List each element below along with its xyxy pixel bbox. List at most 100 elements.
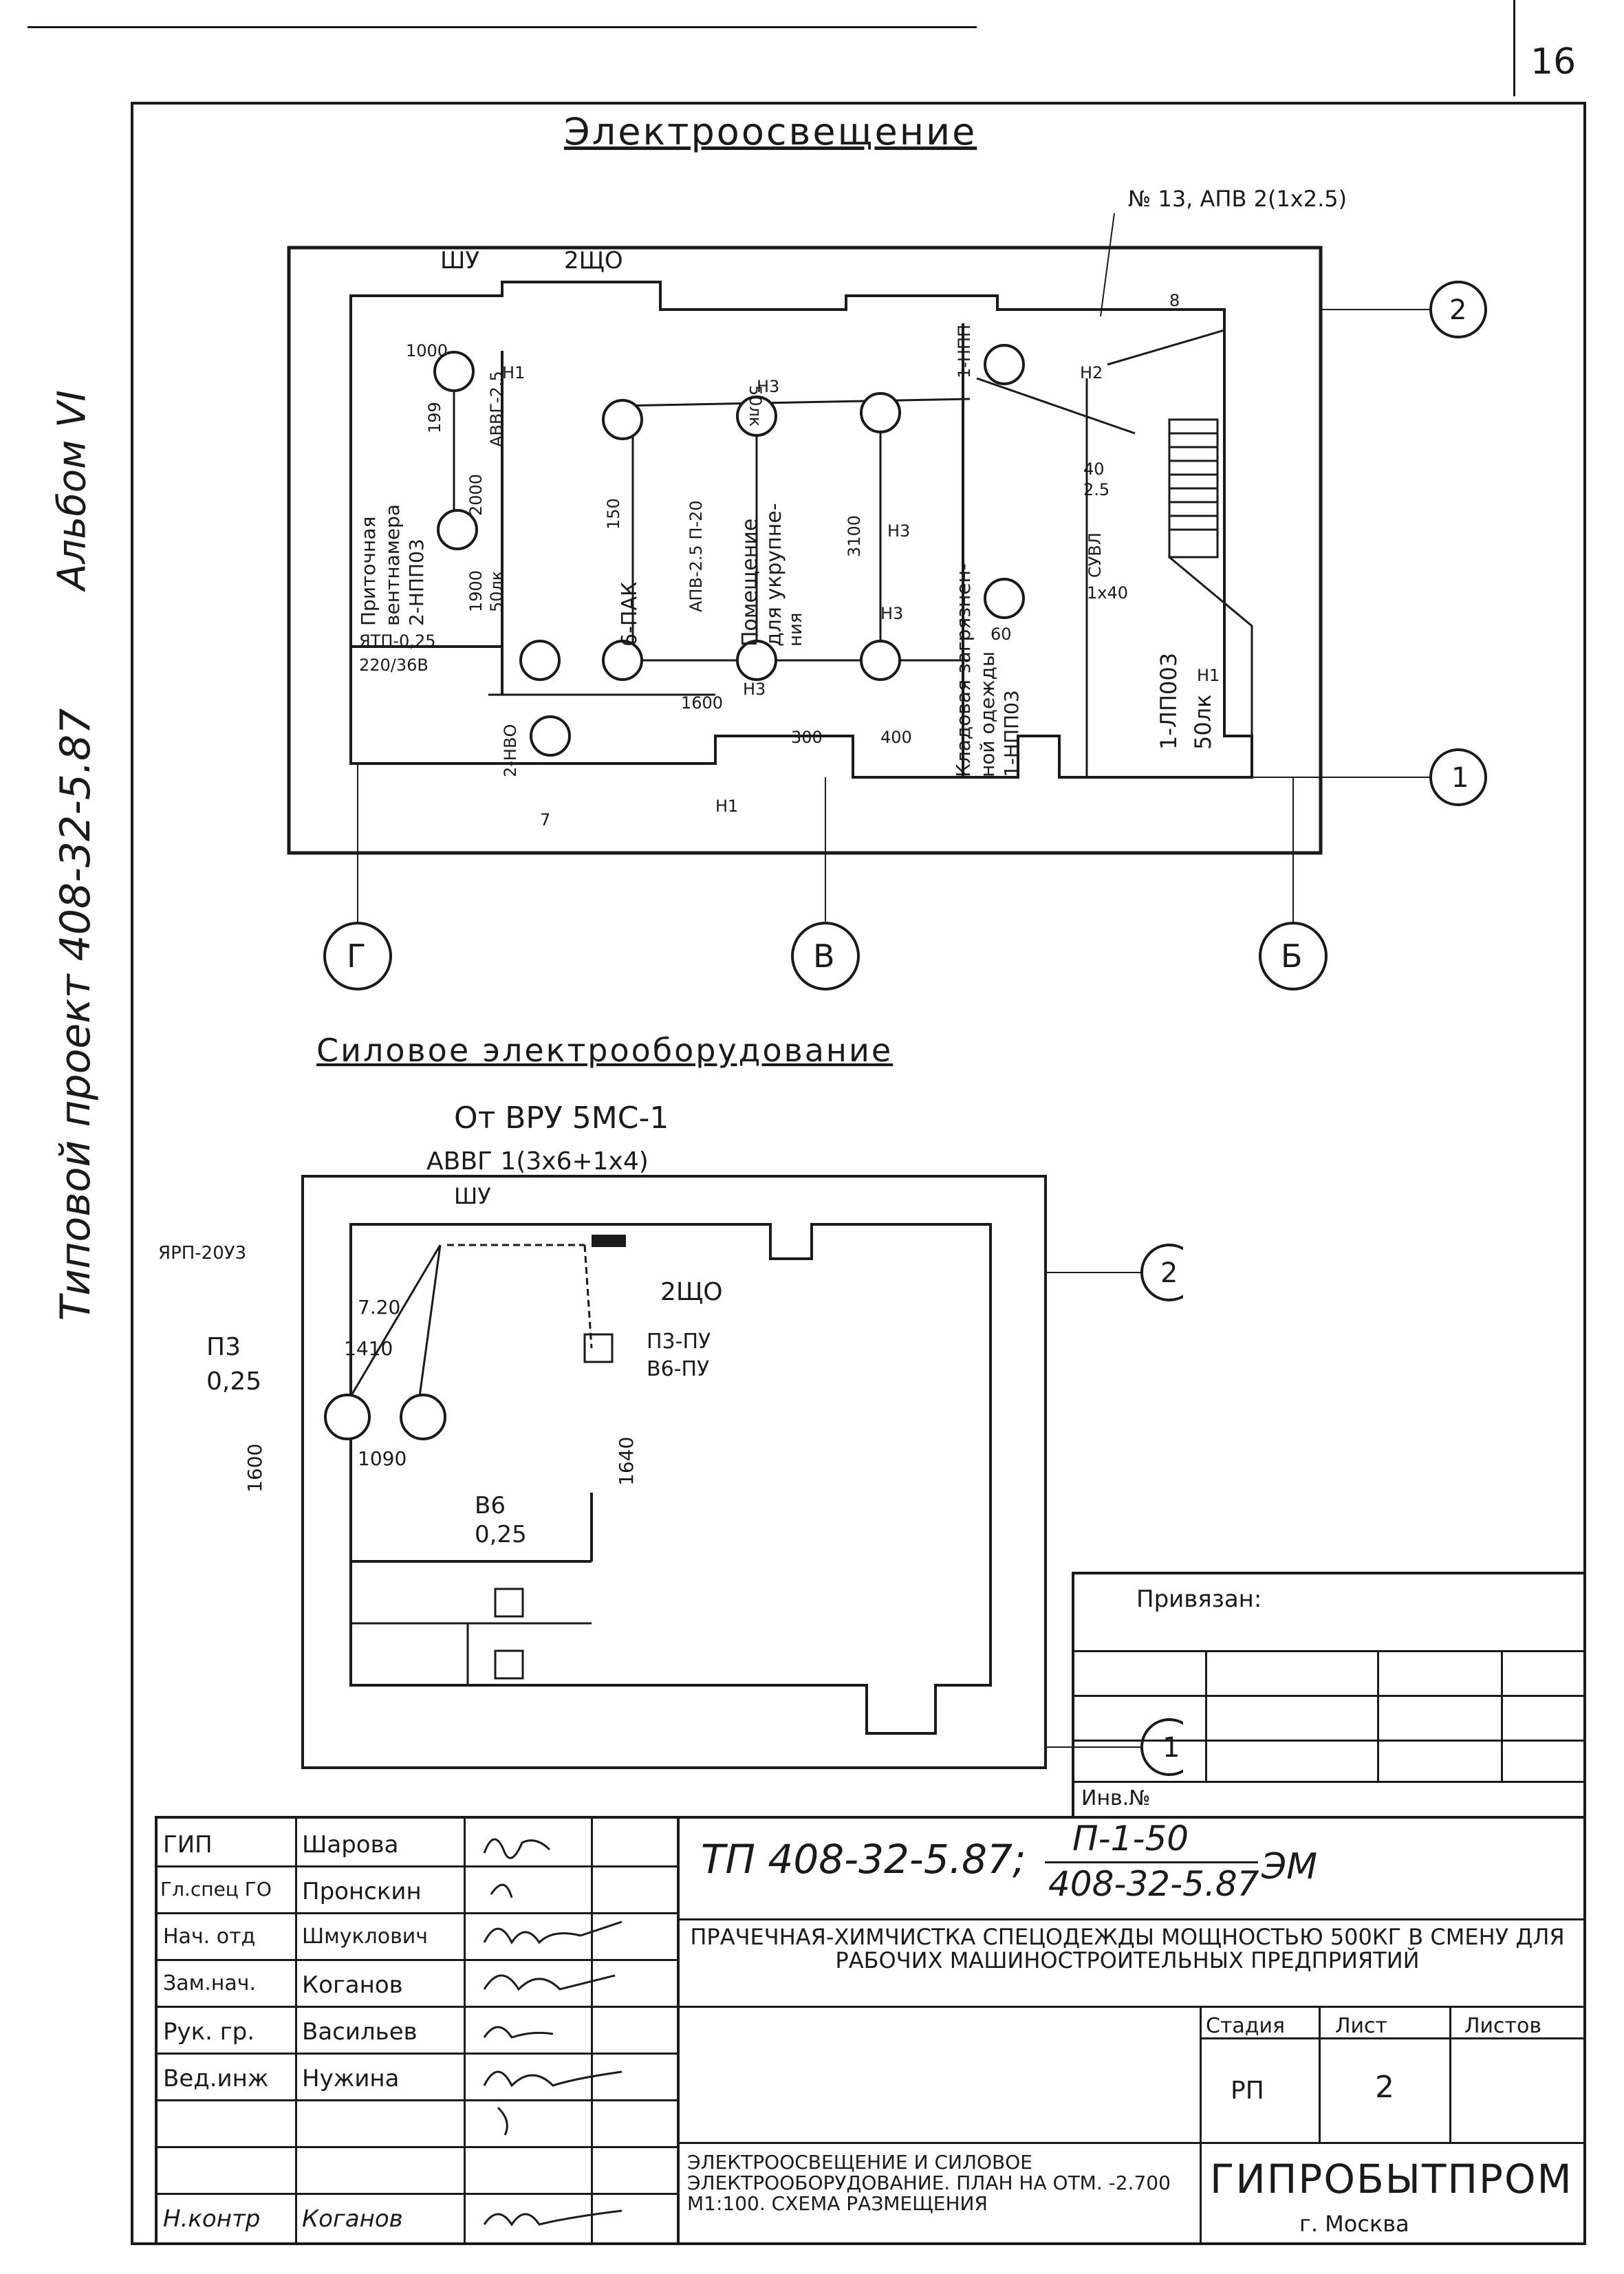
signature-mark <box>483 2209 622 2227</box>
person-name: Пронскин <box>302 1878 422 1905</box>
svg-text:Н1: Н1 <box>502 363 525 382</box>
p3-value: 0,25 <box>206 1367 261 1396</box>
svg-text:Н2: Н2 <box>1080 363 1103 382</box>
city: г. Москва <box>1299 2211 1409 2237</box>
stage-value: РП <box>1231 2077 1264 2105</box>
feed-label: От ВРУ 5МС-1 <box>454 1101 669 1136</box>
svg-text:2-НВО: 2-НВО <box>501 724 520 777</box>
svg-text:Н1: Н1 <box>715 797 738 816</box>
binding-title: Привязан: <box>1136 1585 1262 1613</box>
laundry-room: для укрупне- <box>762 503 786 647</box>
project-code-prefix: ТП 408-32-5.87; <box>701 1836 1026 1883</box>
signature-mark <box>483 2026 554 2039</box>
lighting-outer-wall <box>287 246 1323 855</box>
lighting-stair <box>1168 418 1253 736</box>
dim-label: 1600 <box>243 1444 266 1493</box>
fixture <box>984 578 1025 619</box>
laundry-room: ния <box>786 612 806 647</box>
stair-room: 1-ЛП003 <box>1156 653 1182 750</box>
lamp-type: 6-ПАК <box>618 582 642 647</box>
svg-text:50лк: 50лк <box>487 571 506 612</box>
power-axis-2: 2 <box>1160 1257 1178 1289</box>
axis-bubble <box>1140 1244 1183 1301</box>
svg-text:300: 300 <box>791 728 823 747</box>
svg-text:150: 150 <box>604 498 623 530</box>
svg-text:Н3: Н3 <box>757 377 779 396</box>
signature-mark <box>483 1974 616 1991</box>
power-plan: 2 1 От ВРУ 5МС-1 АВВГ 1(3х6+1х4) ШУ ЯРП-… <box>158 1101 1183 1776</box>
power-outer-wall <box>301 1175 1047 1769</box>
dim-label: 1410 <box>344 1337 393 1360</box>
person-name: Коганов <box>302 2205 403 2233</box>
project-code-num: П-1-50 <box>1072 1819 1189 1859</box>
yarp-label: ЯРП-20У3 <box>158 1243 246 1264</box>
power-title: Силовое электрооборудование <box>316 1032 894 1069</box>
svg-text:50лк: 50лк <box>746 385 765 426</box>
fixture <box>437 509 478 550</box>
shu-label: ШУ <box>440 247 479 274</box>
cable-note: № 13, АПВ 2(1х2.5) <box>1128 186 1347 212</box>
lighting-title: Электроосвещение <box>564 110 977 153</box>
svg-text:Н1: Н1 <box>1197 666 1220 685</box>
person-role: Н.контр <box>163 2205 261 2233</box>
svg-text:1600: 1600 <box>681 693 723 713</box>
axis-bubble <box>1429 748 1487 806</box>
lighting-fixtures <box>433 344 1025 757</box>
svg-text:Н3: Н3 <box>743 680 766 699</box>
svg-text:60: 60 <box>990 625 1012 644</box>
person-role: Рук. гр. <box>163 2018 255 2046</box>
fan-p3 <box>324 1394 371 1440</box>
p3-label: П3 <box>206 1333 241 1361</box>
lighting-inner-walls <box>349 281 1253 779</box>
sheet-label: Лист <box>1335 2014 1388 2038</box>
signatures <box>483 1838 622 2227</box>
fixture <box>860 392 901 433</box>
axis-2-label: 2 <box>1449 294 1466 326</box>
svg-text:СУВЛ: СУВЛ <box>1085 532 1105 578</box>
laundry-room: Помещение <box>738 519 762 647</box>
axis-v-label: В <box>813 938 835 975</box>
signature-mark <box>483 1920 622 1945</box>
person-name: Нужина <box>302 2065 400 2092</box>
b6pu-label: В6-ПУ <box>647 1357 709 1381</box>
project-code-den: 408-32-5.87 <box>1048 1864 1259 1904</box>
fixture <box>736 640 777 681</box>
shcho-label: 2ЩО <box>660 1278 723 1306</box>
axis-bubble <box>323 922 392 990</box>
axis-1-label: 1 <box>1451 762 1469 794</box>
p3pu-label: П3-ПУ <box>647 1330 711 1354</box>
stage-label: Стадия <box>1206 2014 1286 2038</box>
svg-text:Н3: Н3 <box>887 521 910 541</box>
svg-text:8: 8 <box>1169 291 1180 310</box>
person-role: Зам.нач. <box>163 1971 257 1995</box>
svg-text:7: 7 <box>540 810 550 830</box>
power-axis-1: 1 <box>1162 1732 1180 1764</box>
binding-table: Привязан: Инв.№ <box>1072 1572 1583 1819</box>
svg-text:ЯТП-0,25: ЯТП-0,25 <box>359 631 435 651</box>
signature-mark <box>483 1838 551 1859</box>
axis-bubble <box>1429 281 1487 338</box>
svg-text:2000: 2000 <box>466 474 486 516</box>
inv-label: Инв.№ <box>1081 1786 1151 1810</box>
fixture <box>530 715 571 757</box>
fixture <box>860 640 901 681</box>
person-name: Васильев <box>302 2018 418 2046</box>
vent-room: Приточная <box>357 517 380 626</box>
dim-label: 1640 <box>615 1437 638 1486</box>
svg-text:199: 199 <box>425 402 444 433</box>
project-description: Прачечная-химчистка спецодежды мощностью… <box>690 1924 1565 1973</box>
person-name: Коганов <box>302 1971 403 1999</box>
vent-room: 2-НПП03 <box>405 539 428 626</box>
axis-g-label: Г <box>347 938 366 975</box>
sheet-number: 16 <box>1530 41 1577 83</box>
dim-label: 1090 <box>358 1447 407 1470</box>
project-code-suffix: ЭМ <box>1262 1846 1318 1887</box>
axis-bubble <box>1259 922 1328 990</box>
svg-text:3100: 3100 <box>845 515 864 557</box>
fixture <box>984 344 1025 385</box>
svg-text:1-НПП: 1-НПП <box>955 325 974 378</box>
shcho-label: 2ЩО <box>564 247 623 274</box>
person-role: Нач. отд <box>163 1925 256 1949</box>
signature-mark <box>483 2070 622 2136</box>
storage-room: Кладовая загрязнен- <box>952 563 975 777</box>
